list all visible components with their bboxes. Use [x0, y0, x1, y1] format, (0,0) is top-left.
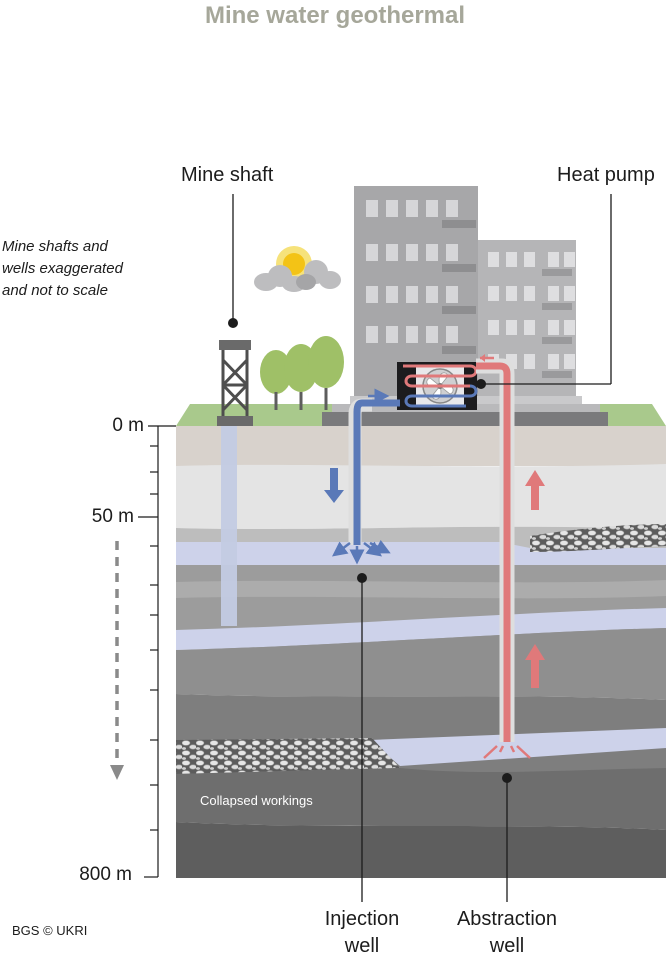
rock-layer-4: [176, 628, 666, 700]
arrow-down-icon: [324, 468, 344, 503]
window: [488, 286, 499, 301]
window: [548, 320, 559, 335]
window: [446, 286, 458, 303]
window: [548, 286, 559, 301]
balcony: [442, 220, 476, 228]
window: [446, 326, 458, 343]
window: [488, 320, 499, 335]
water-layer-2: [176, 608, 666, 650]
gravel-band-upper: [530, 524, 666, 552]
window: [406, 200, 418, 217]
window: [524, 252, 535, 267]
window: [564, 320, 575, 335]
window: [426, 200, 438, 217]
injection-well-label-line: Injection: [324, 908, 400, 930]
window: [406, 244, 418, 261]
callout-dots: [228, 318, 512, 783]
rock-layer-6: [176, 768, 666, 830]
collapsed-workings-label: Collapsed workings: [200, 793, 313, 808]
mine-shaft-label: Mine shaft: [181, 164, 274, 186]
heat-pump-label: Heat pump: [557, 164, 655, 186]
window: [366, 326, 378, 343]
scale-note: Mine shafts and wells exaggerated and no…: [2, 236, 152, 302]
arrow-up-icon: [525, 644, 545, 688]
balcony: [542, 303, 572, 310]
window: [548, 354, 559, 369]
window: [366, 244, 378, 261]
window: [446, 244, 458, 261]
arrow-up-icon: [525, 470, 545, 510]
rock-layer-7: [176, 822, 666, 878]
rock-layer-3b: [176, 580, 666, 599]
window: [406, 286, 418, 303]
depth-dashed-arrow: [110, 541, 124, 780]
gravel-band-lower: [176, 738, 400, 774]
depth-scale: [138, 425, 176, 878]
window: [564, 286, 575, 301]
window: [506, 320, 517, 335]
diagram-title: Mine water geothermal: [204, 2, 466, 29]
window: [506, 354, 517, 369]
window: [524, 354, 535, 369]
window: [386, 244, 398, 261]
tree-icon: [260, 336, 344, 410]
balcony: [542, 269, 572, 276]
window: [426, 326, 438, 343]
abstraction-well-label-line: well: [489, 935, 525, 957]
abstraction-well-label-line: Abstraction: [456, 908, 558, 930]
window: [386, 326, 398, 343]
window: [506, 286, 517, 301]
window: [564, 252, 575, 267]
cloud-icon: [254, 260, 341, 292]
window: [548, 252, 559, 267]
window: [564, 354, 575, 369]
window: [524, 286, 535, 301]
balcony: [442, 346, 476, 354]
window: [426, 244, 438, 261]
window: [366, 286, 378, 303]
window: [446, 200, 458, 217]
headframe-icon: [217, 340, 253, 426]
soil-layer: [176, 426, 666, 466]
building-short: [478, 240, 576, 408]
window: [386, 200, 398, 217]
window: [506, 252, 517, 267]
window: [488, 252, 499, 267]
window: [426, 286, 438, 303]
scale-note-line: wells exaggerated: [2, 260, 123, 277]
injection-well-label-line: well: [344, 935, 380, 957]
building-tall: [354, 186, 478, 408]
water-layer-1: [176, 542, 666, 565]
balcony: [542, 371, 572, 378]
window: [366, 200, 378, 217]
depth-label-bottom: 800 m: [79, 864, 132, 885]
depth-label-top: 0 m: [112, 415, 144, 436]
scale-note-line: Mine shafts and: [2, 238, 108, 255]
balcony: [442, 306, 476, 314]
window: [386, 286, 398, 303]
window: [524, 320, 535, 335]
injection-well-label: Injection well: [302, 906, 422, 960]
injection-well-pipe: [324, 388, 400, 565]
balcony: [542, 337, 572, 344]
credit-text: BGS © UKRI: [12, 923, 88, 938]
depth-label-mid: 50 m: [91, 506, 134, 527]
balcony: [442, 264, 476, 272]
rock-layer-1: [176, 464, 666, 530]
scale-note-line: and not to scale: [2, 282, 108, 299]
heat-pump-unit: [397, 362, 478, 410]
callout-lines: [232, 194, 612, 902]
abstraction-well-label: Abstraction well: [437, 906, 577, 960]
window: [406, 326, 418, 343]
mine-shaft-column: [221, 426, 237, 626]
abstraction-well-pipe: [476, 354, 545, 759]
